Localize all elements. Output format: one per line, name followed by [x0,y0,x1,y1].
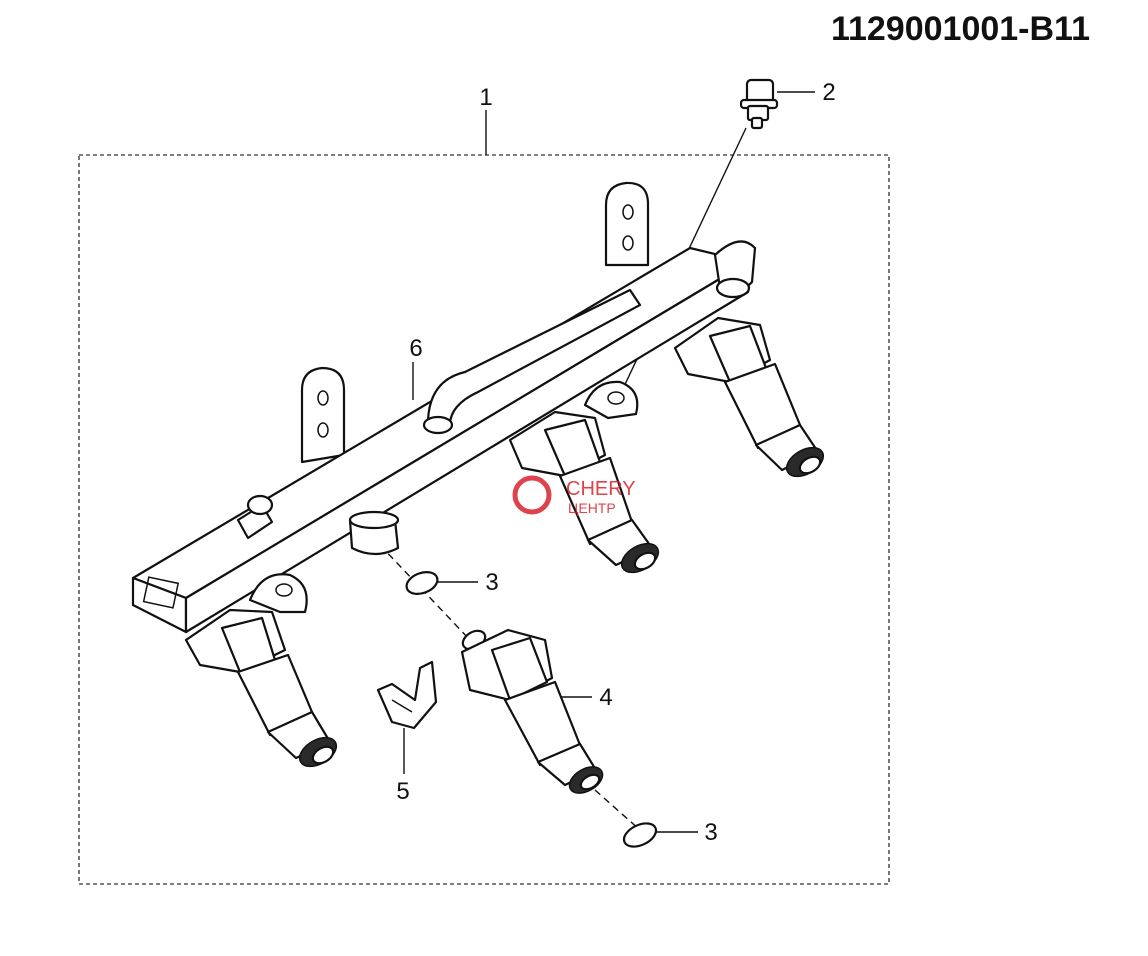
watermark-brand-text: CHERY [566,478,636,500]
diagram-reference-number: 1129001001-B11 [831,10,1090,48]
assembly-boundary-box [78,154,890,885]
brand-watermark: CHERY ЦЕНТР [512,475,636,516]
rail-bracket-left [300,366,346,464]
installed-injector-left [184,608,338,768]
watermark-logo-icon [512,475,552,515]
installed-injector-right [673,316,825,478]
rail-mount-tab-right [583,380,639,420]
callout-3-lower: 3 [704,819,717,846]
callout-5: 5 [396,778,409,805]
oring-axis-line [594,789,641,831]
o-ring-upper-part-3 [405,571,439,595]
watermark-sub-text: ЦЕНТР [568,500,616,516]
rail-mount-tab-left [248,573,308,614]
fuel-rail-part-6 [131,181,757,634]
callout-labels: 1 2 6 3 4 5 3 [396,79,835,846]
rail-bracket-right [604,181,650,267]
callout-3-upper: 3 [485,569,498,596]
installed-injector-middle [508,410,660,574]
callout-1: 1 [479,84,492,111]
callout-4: 4 [599,684,612,711]
clip-part-5 [376,660,438,730]
bolt-part-2 [739,78,779,130]
injector-part-4 [460,628,604,794]
o-ring-lower-part-3 [622,822,658,848]
callout-2: 2 [822,79,835,106]
rail-crossover-tube [426,288,642,427]
callout-6: 6 [409,335,422,362]
rail-injector-cup [348,518,400,556]
